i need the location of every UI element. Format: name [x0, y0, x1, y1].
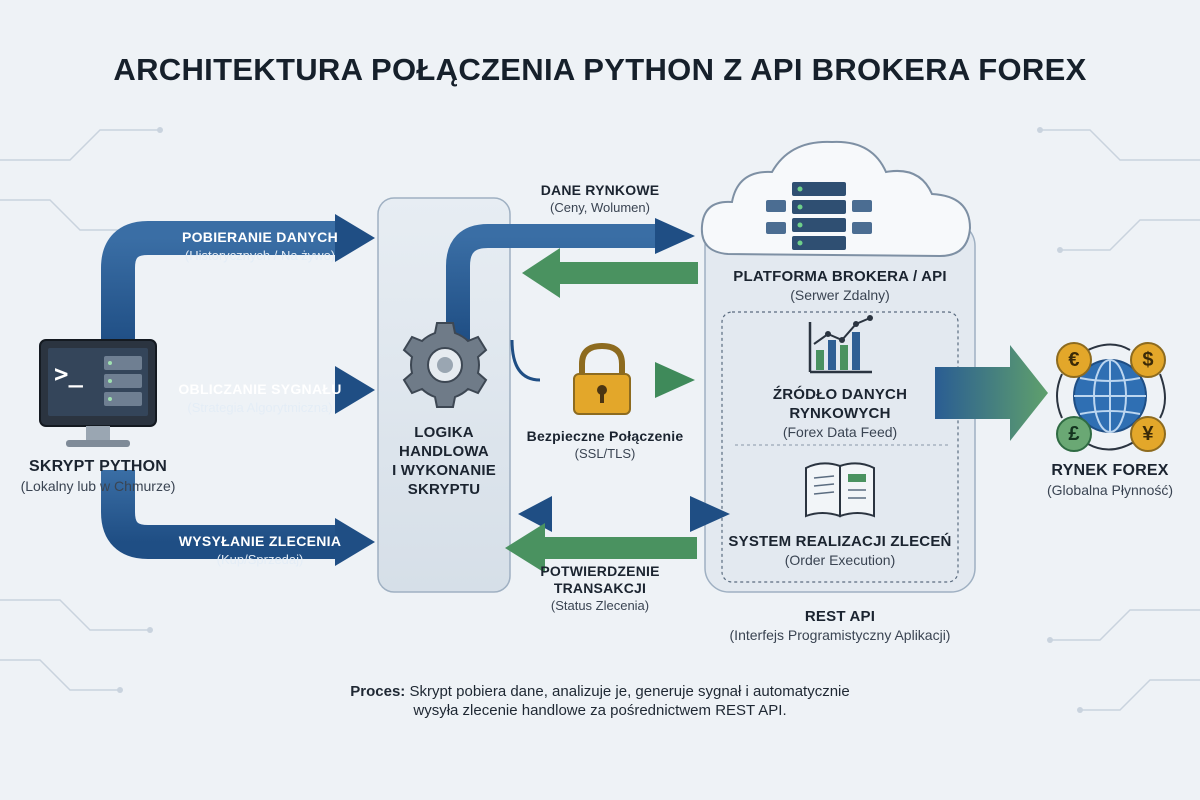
page-title: ARCHITEKTURA POŁĄCZENIA PYTHON Z API BRO… — [113, 52, 1087, 87]
secure-connection-sub: (SSL/TLS) — [574, 446, 636, 461]
data-source-line-2: RYNKOWYCH — [789, 405, 891, 422]
logic-line-3: I WYKONANIE — [392, 462, 496, 479]
broker-name: PLATFORMA BROKERA / API — [733, 268, 947, 285]
rest-api-desc: (Interfejs Programistyczny Aplikacji) — [729, 627, 951, 643]
market-data-label: DANE RYNKOWE — [540, 182, 660, 198]
to-forex-arrow — [935, 345, 1048, 441]
logic-line-4: SKRYPTU — [407, 481, 481, 498]
terminal-prompt: >_ — [54, 360, 83, 388]
order-system-name: SYSTEM REALIZACJI ZLECEŃ — [728, 533, 952, 550]
gear-icon — [402, 322, 488, 408]
arrow-sub-fetch-data: (Historycznych / Na żywo) — [184, 248, 336, 263]
secure-connection-label: Bezpieczne Połączenie — [526, 428, 684, 444]
rest-api-name: REST API — [804, 608, 876, 625]
market-data-arrow — [446, 224, 655, 340]
coin-euro-icon — [1056, 342, 1092, 378]
arrow-label-fetch-data: POBIERANIE DANYCH — [181, 229, 338, 245]
currency-pound: £ — [1068, 423, 1080, 445]
confirmation-label-2: TRANSAKCJI — [553, 580, 647, 596]
arrow-label-send-order: WYSYŁANIE ZLECENIA — [178, 533, 342, 549]
forex-name: RYNEK FOREX — [1051, 462, 1169, 479]
broker-inner-dashed — [721, 311, 959, 583]
forex-desc: (Globalna Płynność) — [1046, 482, 1174, 498]
market-data-sub: (Ceny, Wolumen) — [550, 200, 650, 215]
data-source-sub: (Forex Data Feed) — [782, 424, 898, 440]
left-arrow-pipes — [101, 214, 375, 566]
bar-chart-icon — [808, 315, 873, 374]
market-data-return-arrow — [522, 248, 560, 298]
logic-line-2: HANDLOWA — [399, 443, 489, 460]
data-source-line-1: ŹRÓDŁO DANYCH — [772, 386, 908, 403]
footer-label: Proces: — [350, 683, 406, 700]
python-script-name: SKRYPT PYTHON — [28, 458, 168, 475]
terminal-monitor-icon — [39, 339, 157, 447]
logic-line-1: LOGIKA — [414, 424, 474, 441]
confirmation-label-1: POTWIERDZENIE — [540, 563, 660, 579]
arrow-label-signal: OBLICZANIE SYGNAŁU — [178, 381, 342, 397]
padlock-icon — [573, 342, 631, 415]
coin-yen-icon — [1130, 416, 1166, 452]
currency-yen: ¥ — [1142, 423, 1154, 445]
coin-pound-icon — [1056, 416, 1092, 452]
process-footer: Proces: Skrypt pobiera dane, analizuje j… — [330, 682, 870, 720]
open-book-icon — [805, 462, 875, 518]
confirmation-arrow — [505, 523, 545, 573]
arrow-sub-send-order: (Kup/Sprzedaj) — [216, 552, 304, 567]
python-script-desc: (Lokalny lub w Chmurze) — [20, 478, 176, 494]
cloud-server-icon — [700, 140, 972, 258]
coin-dollar-icon — [1130, 342, 1166, 378]
currency-dollar: $ — [1142, 349, 1154, 371]
arrow-sub-signal: (Strategia Algorytmiczna) — [187, 400, 333, 415]
order-system-sub: (Order Execution) — [784, 552, 896, 568]
currency-euro: € — [1068, 349, 1080, 371]
globe-icon — [1073, 359, 1147, 433]
footer-text: Skrypt pobiera dane, analizuje je, gener… — [409, 683, 850, 719]
confirmation-sub: (Status Zlecenia) — [550, 598, 650, 613]
broker-desc: (Serwer Zdalny) — [790, 287, 890, 303]
